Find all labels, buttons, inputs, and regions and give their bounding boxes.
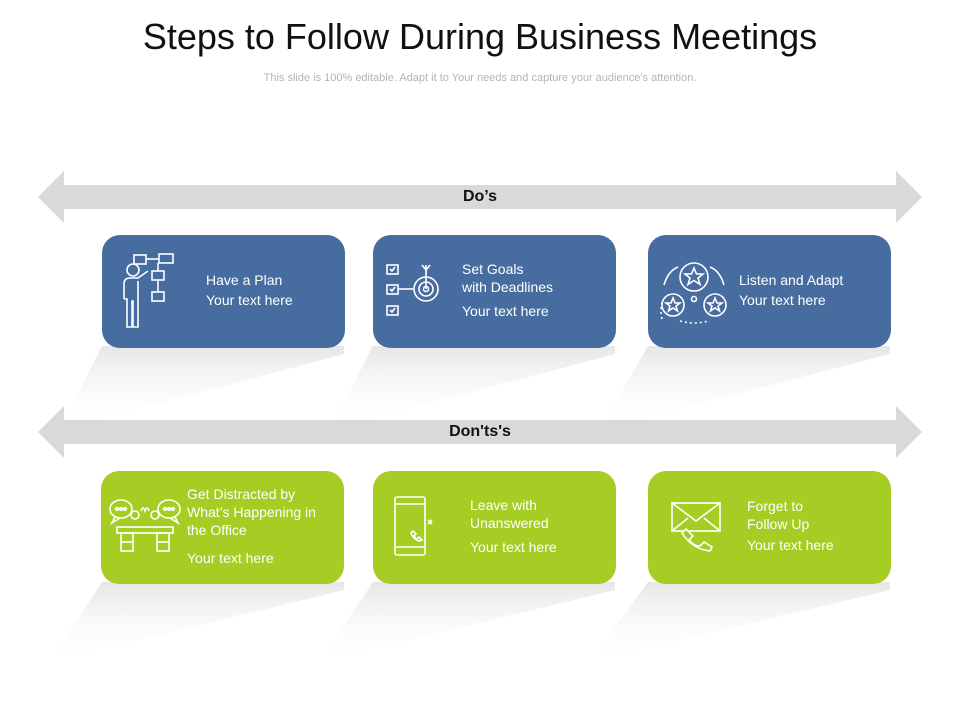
donts-card-distracted: Get Distracted by What’s Happening in th…: [101, 471, 344, 584]
card-heading: Have a Plan: [206, 272, 283, 288]
email-phone-icon: [671, 502, 721, 552]
donts-arrow: Don'ts's: [38, 406, 922, 458]
card-body: Your text here: [739, 292, 826, 308]
dos-card-plan: Have a Plan Your text here: [102, 235, 345, 348]
dos-arrow: Do’s: [38, 171, 922, 223]
page-subtitle: This slide is 100% editable. Adapt it to…: [263, 72, 697, 84]
donts-card-unanswered: Leave with Unanswered Your text here: [373, 471, 616, 584]
star-cycle-icon: [660, 262, 727, 324]
card-body: Your text here: [747, 537, 834, 553]
presenter-flowchart-icon: [123, 253, 174, 328]
card-body: Your text here: [462, 303, 549, 319]
dos-card-listen: Listen and Adapt Your text here: [648, 235, 891, 348]
card-heading: Listen and Adapt: [739, 272, 844, 288]
card-body: Your text here: [206, 292, 293, 308]
donts-card-followup: Forget to Follow Up Your text here: [648, 471, 891, 584]
dos-card-goals: Set Goals with Deadlines Your text here: [373, 235, 616, 348]
dos-floor-shadow: [60, 346, 890, 430]
card-body: Your text here: [470, 539, 557, 555]
donts-floor-shadow: [50, 582, 890, 662]
card-heading: Set Goals with Deadlines: [462, 261, 554, 295]
donts-label: Don'ts's: [449, 423, 511, 440]
card-heading: Forget to Follow Up: [747, 498, 810, 532]
office-chatter-icon: [109, 499, 181, 552]
card-heading: Get Distracted by What’s Happening in th…: [187, 486, 316, 538]
card-body: Your text here: [187, 550, 274, 566]
missed-call-phone-icon: [394, 496, 433, 556]
page-title: Steps to Follow During Business Meetings: [142, 16, 818, 57]
dos-label: Do’s: [462, 188, 498, 205]
goals-target-icon: [386, 264, 439, 316]
card-heading: Leave with Unanswered: [470, 497, 549, 531]
